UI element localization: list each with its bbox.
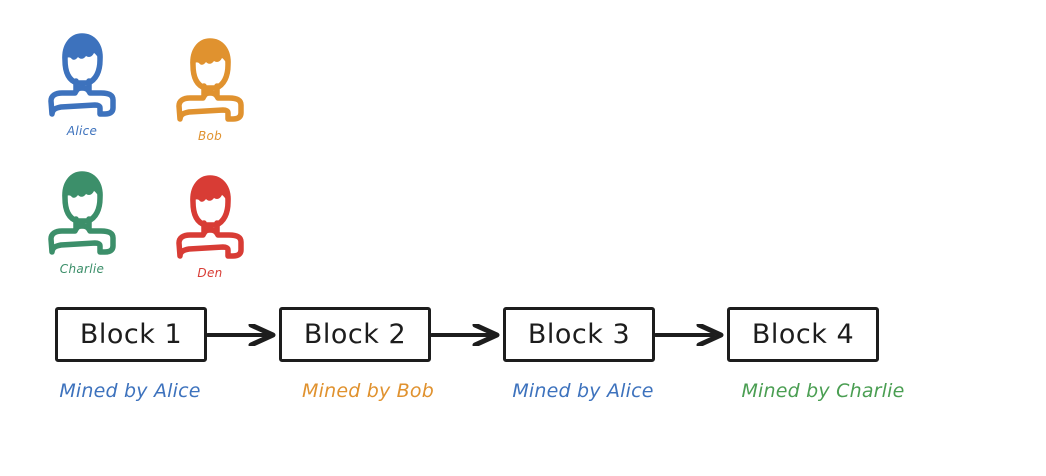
block-group: Block 2 Mined by Bob	[224, 295, 500, 435]
person-avatar-icon	[22, 166, 142, 266]
block-group: Block 3 Mined by Alice	[448, 295, 724, 435]
block-node[interactable]: Block 4	[727, 307, 879, 362]
participants-group: Alice Bob	[0, 0, 300, 285]
block-node[interactable]: Block 2	[279, 307, 431, 362]
block-label: Block 2	[303, 319, 407, 350]
chain-arrow-icon	[430, 322, 505, 348]
person-avatar-icon	[150, 33, 270, 133]
participant-bob[interactable]: Bob	[150, 33, 270, 143]
chain-arrow-icon	[654, 322, 729, 348]
participant-name: Den	[197, 266, 223, 280]
block-node[interactable]: Block 3	[503, 307, 655, 362]
block-caption: Mined by Alice	[59, 380, 201, 402]
participant-alice[interactable]: Alice	[22, 28, 142, 138]
person-avatar-icon	[22, 28, 142, 128]
blockchain-group: Block 1 Mined by Alice Block 2 Mined by …	[0, 295, 1046, 435]
participant-name: Alice	[66, 124, 98, 138]
block-label: Block 3	[527, 319, 631, 350]
block-caption: Mined by Alice	[512, 380, 654, 402]
block-caption: Mined by Charlie	[741, 380, 905, 402]
block-caption: Mined by Bob	[302, 380, 434, 402]
person-avatar-icon	[150, 170, 270, 270]
participant-charlie[interactable]: Charlie	[22, 166, 142, 276]
participant-den[interactable]: Den	[150, 170, 270, 280]
participant-name: Bob	[197, 129, 223, 143]
participant-name: Charlie	[59, 262, 105, 276]
block-label: Block 1	[79, 319, 183, 350]
block-group: Block 1 Mined by Alice	[0, 295, 276, 435]
block-label: Block 4	[751, 319, 855, 350]
block-group: Block 4 Mined by Charlie	[672, 295, 904, 435]
chain-arrow-icon	[206, 322, 281, 348]
block-node[interactable]: Block 1	[55, 307, 207, 362]
